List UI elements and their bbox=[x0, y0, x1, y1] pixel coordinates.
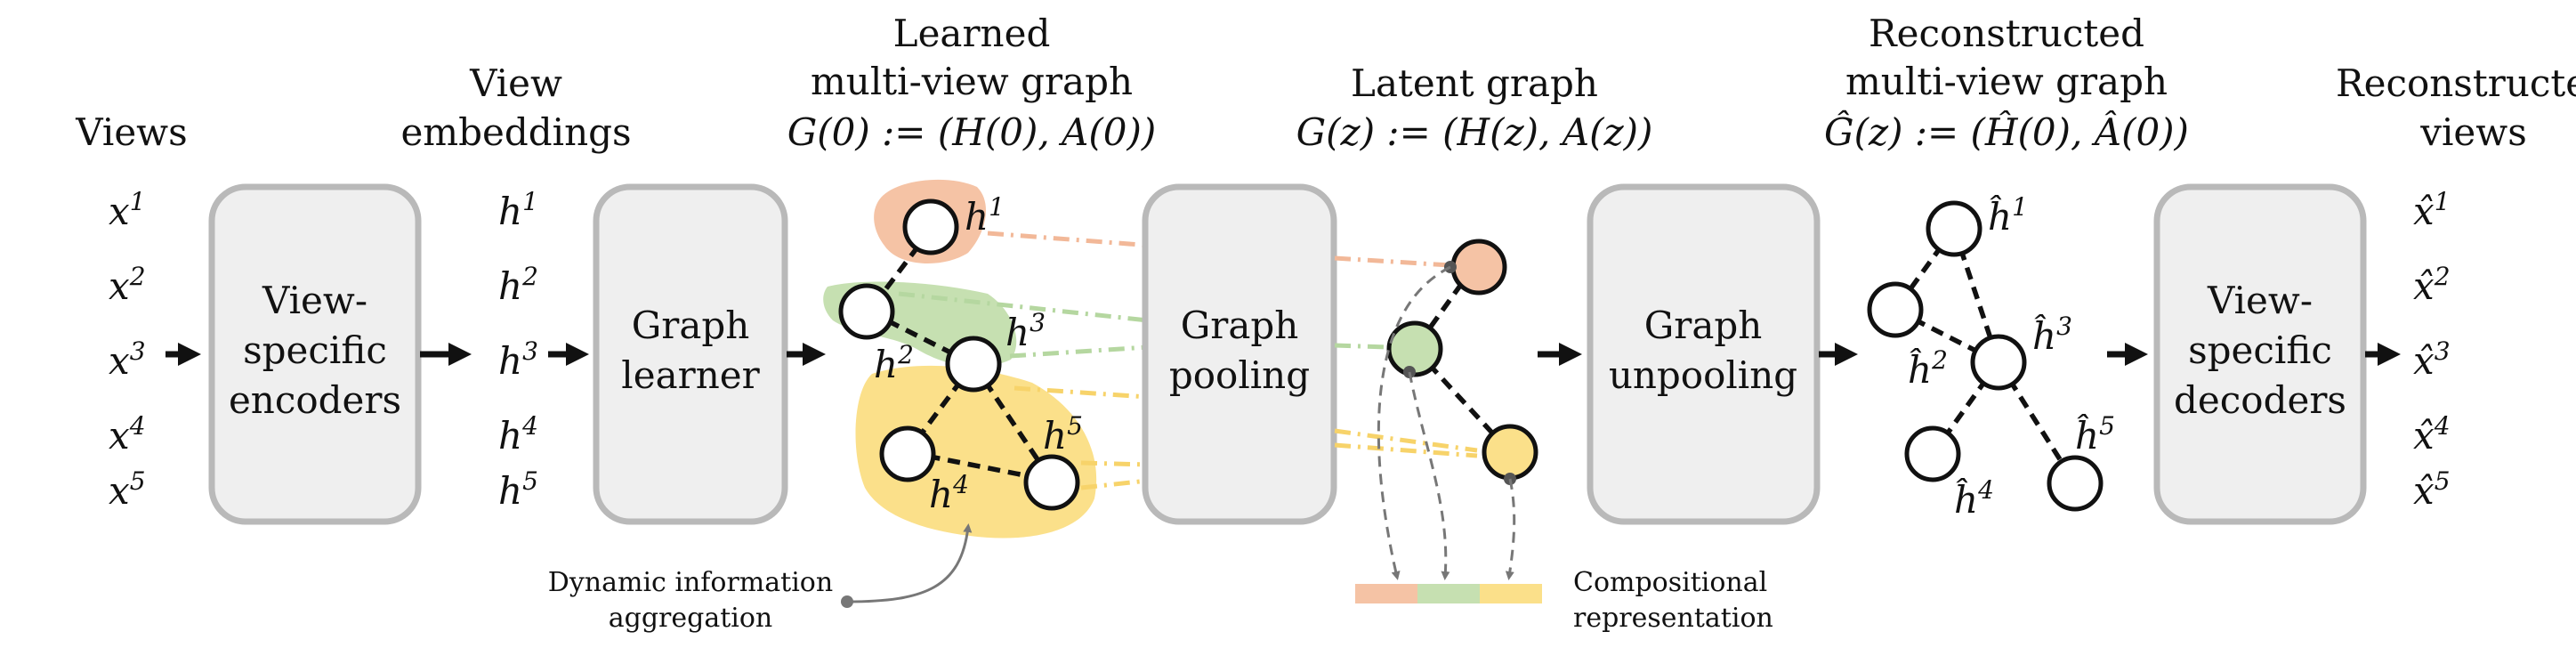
header-view-embeddings-line1: View bbox=[469, 61, 562, 105]
reconstructed-views: x̂1 x̂2 x̂3 x̂4 x̂5 bbox=[2413, 187, 2451, 513]
recon-node-1 bbox=[1926, 200, 1982, 257]
output-view-2: x̂2 bbox=[2413, 262, 2451, 308]
header-learned-line1: Learned bbox=[893, 12, 1051, 55]
embedding-2: h2 bbox=[498, 262, 538, 308]
view-specific-decoders-block bbox=[2153, 183, 2367, 525]
graph-unpooling-label-1: Graph bbox=[1644, 304, 1763, 347]
yellow-pool-line-2 bbox=[1080, 460, 1149, 467]
formula-learned: G(0) := (H(0), A(0)) bbox=[787, 110, 1157, 154]
header-reconstructed-line1: Reconstructed bbox=[1869, 12, 2144, 55]
input-views: x1 x2 x3 x4 x5 bbox=[109, 187, 146, 513]
learned-node-1 bbox=[902, 198, 959, 255]
recon-node-2 bbox=[1867, 281, 1924, 338]
yellow-pool-line-3 bbox=[1080, 478, 1149, 490]
latent-input-line-yellow-2 bbox=[1334, 442, 1478, 458]
compositional-segment-orange bbox=[1355, 584, 1417, 603]
embedding-4: h4 bbox=[498, 411, 538, 458]
embedding-1: h1 bbox=[498, 187, 538, 233]
decoders-label-2: specific bbox=[2188, 328, 2332, 372]
graph-pooling-block bbox=[1142, 183, 1337, 525]
learned-edge-1-2 bbox=[870, 228, 933, 308]
latent-input-line-orange bbox=[1334, 255, 1451, 268]
latent-arrow-green bbox=[1408, 371, 1450, 580]
graph-learner-block bbox=[593, 183, 788, 525]
output-view-3: x̂3 bbox=[2413, 336, 2451, 383]
reconstructed-multi-view-graph: ĥ1 ĥ2 ĥ3 ĥ4 ĥ5 bbox=[1867, 192, 2115, 522]
recon-node-label-3: ĥ3 bbox=[2032, 312, 2072, 358]
header-learned-line2: multi-view graph bbox=[811, 60, 1133, 103]
decoders-label-1: View- bbox=[2207, 279, 2313, 322]
view-specific-encoders-block bbox=[208, 183, 422, 525]
view-embeddings: h1 h2 h3 h4 h5 bbox=[498, 187, 538, 513]
embedding-5: h5 bbox=[498, 466, 538, 513]
learned-node-5 bbox=[1023, 454, 1080, 511]
latent-node-yellow bbox=[1482, 424, 1538, 481]
learned-node-2 bbox=[838, 283, 895, 340]
yellow-pool-line-1 bbox=[1013, 385, 1149, 400]
encoders-label-1: View- bbox=[262, 279, 367, 322]
header-reconstructed-views-line1: Reconstructed bbox=[2336, 61, 2576, 105]
embedding-3: h3 bbox=[498, 336, 538, 383]
recon-node-5 bbox=[2047, 455, 2104, 512]
recon-node-label-1: ĥ1 bbox=[1988, 192, 2028, 239]
latent-input-line-green bbox=[1334, 343, 1389, 350]
dynamic-aggregation-label-2: aggregation bbox=[609, 603, 773, 634]
learned-node-label-3: h3 bbox=[1005, 308, 1046, 354]
latent-node-green bbox=[1386, 320, 1443, 377]
header-view-embeddings-line2: embeddings bbox=[400, 110, 631, 154]
graph-unpooling-block bbox=[1587, 183, 1821, 525]
recon-node-label-5: ĥ5 bbox=[2075, 411, 2115, 458]
recon-node-label-4: ĥ4 bbox=[1954, 475, 1994, 522]
graph-unpooling-label-2: unpooling bbox=[1609, 353, 1797, 397]
graph-pooling-label-2: pooling bbox=[1169, 353, 1310, 397]
dynamic-aggregation-label-1: Dynamic information bbox=[548, 567, 833, 598]
latent-input-line-yellow-1 bbox=[1334, 428, 1478, 453]
learned-node-4 bbox=[879, 425, 936, 482]
input-view-3: x3 bbox=[109, 336, 146, 383]
header-latent-graph: Latent graph bbox=[1351, 61, 1598, 105]
recon-node-3 bbox=[1970, 334, 2027, 391]
learned-node-label-1: h1 bbox=[965, 192, 1005, 239]
formula-reconstructed: Ĝ(z) := (Ĥ(0), Â(0)) bbox=[1824, 109, 2189, 154]
header-reconstructed-line2: multi-view graph bbox=[1845, 60, 2168, 103]
compositional-label-1: Compositional bbox=[1573, 567, 1767, 598]
dynamic-aggregation-arrow bbox=[846, 523, 973, 603]
learned-node-label-4: h4 bbox=[929, 470, 969, 516]
compositional-segment-yellow bbox=[1480, 584, 1542, 603]
learned-node-label-5: h5 bbox=[1043, 411, 1083, 458]
input-view-5: x5 bbox=[109, 466, 146, 513]
encoders-label-2: specific bbox=[243, 328, 387, 372]
output-view-1: x̂1 bbox=[2413, 187, 2451, 233]
latent-node-orange bbox=[1450, 239, 1507, 296]
graph-pooling-label-1: Graph bbox=[1181, 304, 1299, 347]
header-reconstructed-views-line2: views bbox=[2419, 110, 2527, 154]
decoders-label-3: decoders bbox=[2174, 378, 2346, 422]
learned-node-label-2: h2 bbox=[874, 340, 914, 386]
latent-arrow-orange bbox=[1377, 265, 1451, 580]
latent-arrow-yellow bbox=[1505, 478, 1516, 580]
recon-node-label-2: ĥ2 bbox=[1908, 345, 1948, 392]
output-view-4: x̂4 bbox=[2413, 411, 2451, 458]
header-views: Views bbox=[75, 110, 187, 154]
output-view-5: x̂5 bbox=[2413, 466, 2451, 513]
dynamic-aggregation-dot bbox=[841, 595, 853, 608]
orange-pool-line bbox=[987, 231, 1153, 248]
graph-learner-label-2: learner bbox=[621, 353, 760, 397]
encoders-label-3: encoders bbox=[229, 378, 401, 422]
input-view-4: x4 bbox=[109, 411, 146, 458]
green-pool-line-1 bbox=[898, 291, 1149, 323]
graph-learner-label-1: Graph bbox=[632, 304, 750, 347]
compositional-label-2: representation bbox=[1573, 603, 1773, 634]
recon-node-4 bbox=[1904, 425, 1961, 482]
latent-graph bbox=[1334, 239, 1542, 603]
formula-latent: G(z) := (H(z), A(z)) bbox=[1296, 110, 1653, 154]
learned-node-3 bbox=[945, 336, 1002, 393]
green-pool-line-2 bbox=[1009, 344, 1149, 359]
input-view-2: x2 bbox=[109, 262, 146, 308]
compositional-segment-green bbox=[1417, 584, 1480, 603]
input-view-1: x1 bbox=[109, 187, 146, 233]
learned-multi-view-graph: h1 h2 h3 h4 h5 bbox=[823, 179, 1153, 539]
